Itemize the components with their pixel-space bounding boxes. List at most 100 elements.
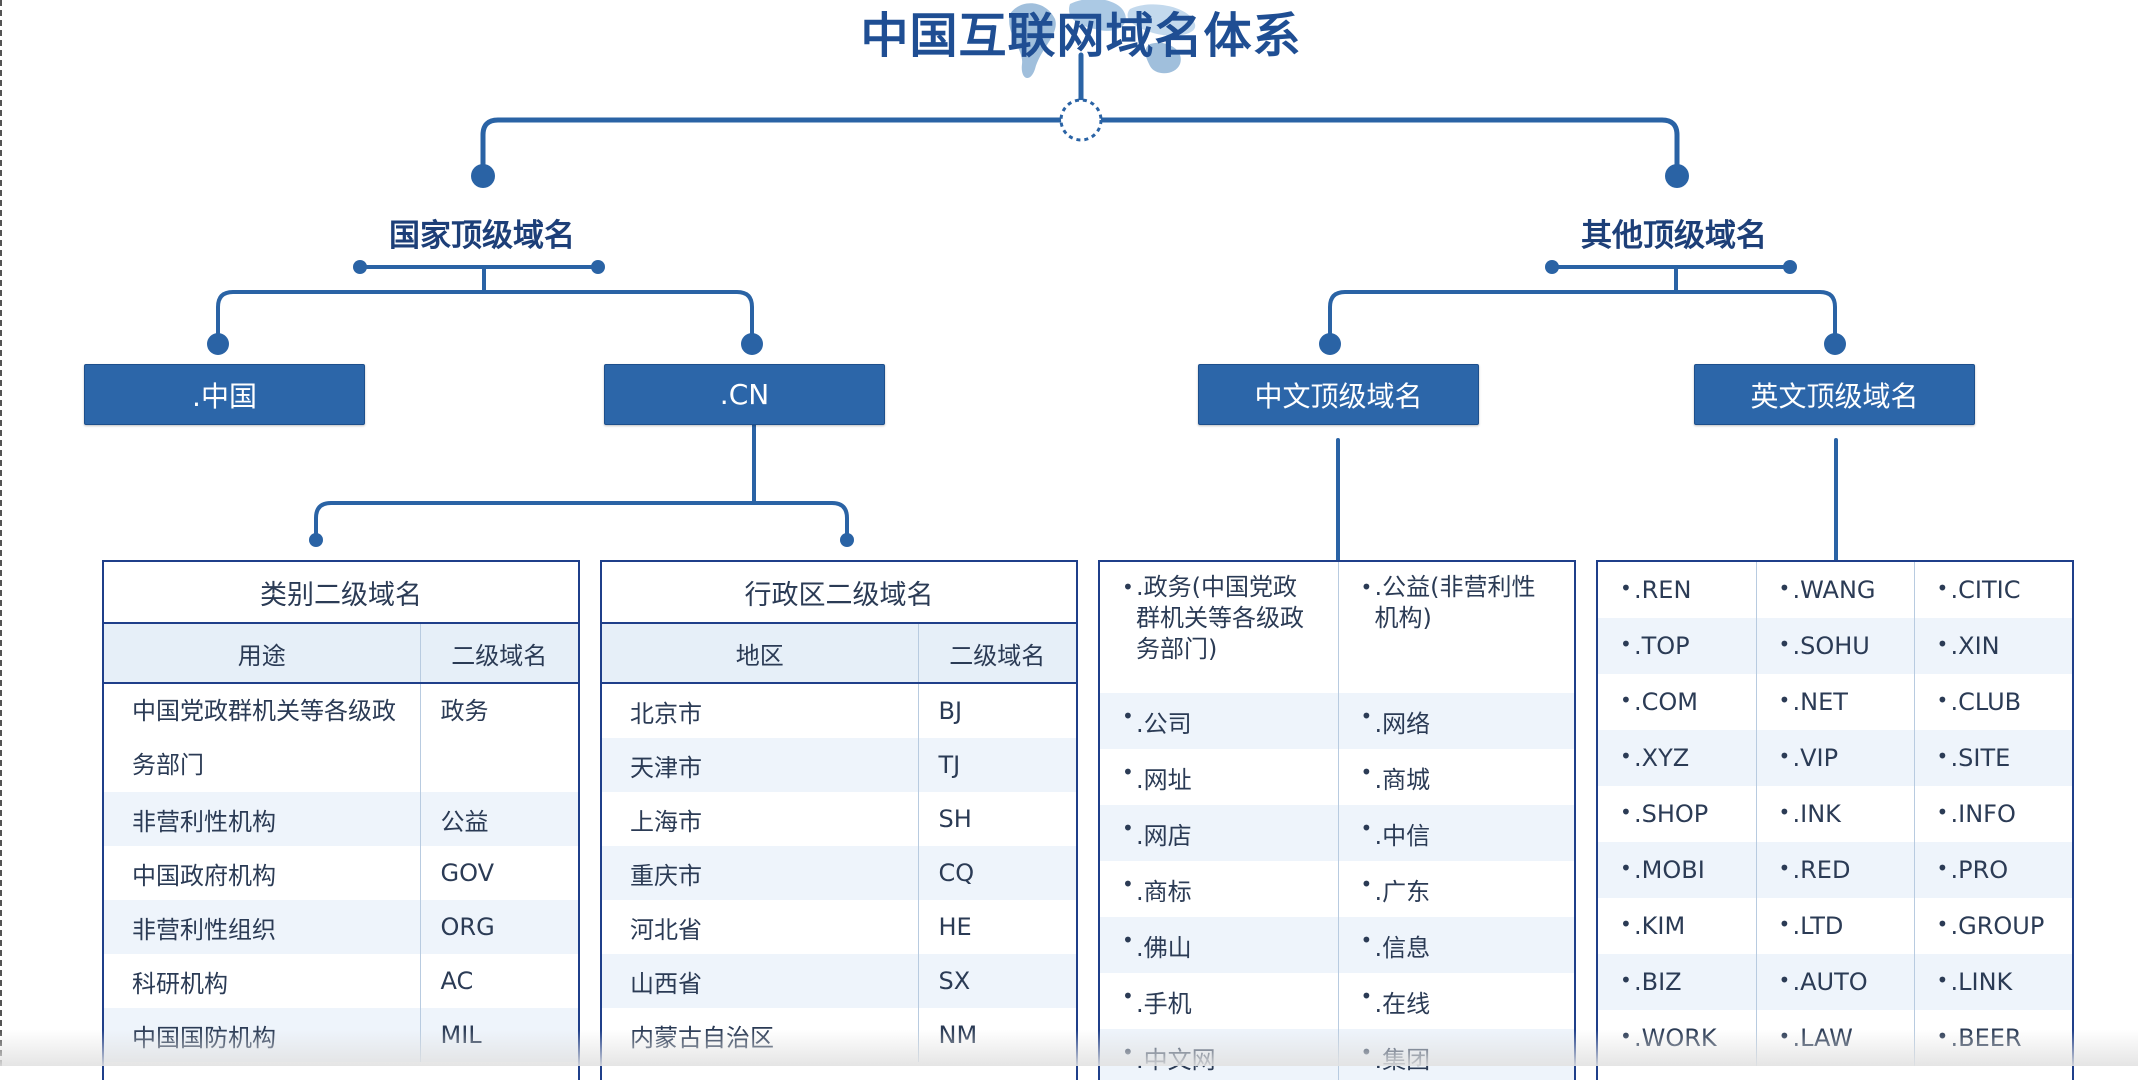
table-cell-region: 河北省 [630, 915, 702, 944]
table-cell-purpose: 中国党政群机关等各级政务部门 [132, 697, 396, 779]
list-item: •.MOBI [1598, 842, 1756, 898]
table-cell-domain: SX [917, 954, 1076, 1008]
page-left-border [0, 0, 2, 1066]
list-item: •.中信 [1337, 805, 1574, 861]
table-row: 中国政府机构 GOV [104, 846, 578, 900]
table-row: 中国党政群机关等各级政务部门 政务 [104, 683, 578, 792]
table-cell-purpose: 中国政府机构 [132, 861, 276, 890]
table-cell-purpose: 非营利性组织 [104, 900, 420, 954]
node-dot [207, 333, 229, 355]
list-row: •.BIZ •.AUTO •.LINK [1598, 954, 2072, 1010]
list-item: •.在线 [1337, 973, 1574, 1029]
region-second-level-panel: 行政区二级域名 地区 二级域名 北京市 BJ 天津市 TJ 上海市 SH 重庆市… [600, 560, 1078, 1080]
column-header-purpose: 用途 [104, 624, 420, 684]
list-item: •.广东 [1337, 861, 1574, 917]
list-item: •.XYZ [1598, 730, 1756, 786]
region-table: 地区 二级域名 北京市 BJ 天津市 TJ 上海市 SH 重庆市 CQ 河北省 … [602, 624, 1076, 1062]
table-row: 河北省 HE [602, 900, 1076, 954]
list-item: •.网址 [1122, 759, 1192, 794]
list-item: •.RED [1755, 842, 1914, 898]
node-dot [309, 533, 323, 547]
table-row: 重庆市 CQ [602, 846, 1076, 900]
list-item: •.网络 [1337, 693, 1574, 749]
table-cell-region: 重庆市 [602, 846, 918, 900]
table-cell-domain: 政务 [419, 683, 578, 792]
table-header-row: 地区 二级域名 [602, 624, 1076, 684]
list-item: •.VIP [1755, 730, 1914, 786]
list-item: •.BIZ [1598, 954, 1756, 1010]
category-table-title: 类别二级域名 [104, 562, 578, 624]
english-tld-list: •.REN •.WANG •.CITIC •.TOP •.SOHU •.XIN … [1598, 562, 2072, 1066]
other-tld-label: 其他顶级域名 [1581, 218, 1767, 254]
table-cell-domain: HE [917, 900, 1076, 954]
list-row: •.网址 •.商城 [1100, 749, 1574, 805]
list-item: •.SOHU [1755, 618, 1914, 674]
column-header-region: 地区 [602, 624, 918, 684]
table-cell-domain: ORG [419, 900, 578, 954]
list-item: •.LINK [1913, 954, 2072, 1010]
table-cell-domain: BJ [917, 683, 1076, 738]
table-cell-region: 山西省 [602, 954, 918, 1008]
node-dot [1783, 260, 1797, 274]
list-row: •.SHOP •.INK •.INFO [1598, 786, 2072, 842]
list-item: •.CITIC [1913, 562, 2072, 618]
list-item: •.WANG [1755, 562, 1914, 618]
list-row: •.公司 •.网络 [1100, 693, 1574, 749]
list-item: •.网店 [1100, 805, 1338, 861]
table-row: 天津市 TJ [602, 738, 1076, 792]
list-item: •.INK [1755, 786, 1914, 842]
table-cell-domain: CQ [917, 846, 1076, 900]
table-cell-domain: SH [917, 792, 1076, 846]
country-tld-label: 国家顶级域名 [389, 218, 575, 254]
list-item: •.INFO [1913, 786, 2072, 842]
node-dot [471, 164, 495, 188]
chinese-tld-list-panel: •.政务(中国党政群机关等各级政务部门) •.公益(非营利性机构) •.公司 •… [1098, 560, 1576, 1080]
node-dot [1665, 164, 1689, 188]
list-item: •.政务(中国党政群机关等各级政务部门) [1122, 573, 1304, 663]
table-cell-region: 北京市 [630, 699, 702, 728]
table-row: 上海市 SH [602, 792, 1076, 846]
node-dot [1319, 333, 1341, 355]
table-cell-domain: AC [419, 954, 578, 1008]
list-item: •.KIM [1620, 912, 1686, 940]
list-item: •.信息 [1337, 917, 1574, 973]
list-item: •.REN [1620, 576, 1692, 604]
list-item: •.PRO [1913, 842, 2072, 898]
list-item: •.SHOP [1620, 800, 1709, 828]
list-item: •.XIN [1913, 618, 2072, 674]
list-row: •.网店 •.中信 [1100, 805, 1574, 861]
category-second-level-panel: 类别二级域名 用途 二级域名 中国党政群机关等各级政务部门 政务 非营利性机构 … [102, 560, 580, 1080]
table-row: 非营利性组织 ORG [104, 900, 578, 954]
node-dot [353, 260, 367, 274]
table-row: 山西省 SX [602, 954, 1076, 1008]
node-dot [1824, 333, 1846, 355]
table-cell-domain: TJ [917, 738, 1076, 792]
list-row: •.佛山 •.信息 [1100, 917, 1574, 973]
table-cell-region: 天津市 [602, 738, 918, 792]
cn-branch [314, 501, 849, 542]
cn-tld-box: .CN [604, 364, 885, 425]
category-table: 用途 二级域名 中国党政群机关等各级政务部门 政务 非营利性机构 公益 中国政府… [104, 624, 578, 1062]
chinese-tld-box: 中文顶级域名 [1198, 364, 1479, 425]
node-dot [840, 533, 854, 547]
node-dot [591, 260, 605, 274]
list-row: •.商标 •.广东 [1100, 861, 1574, 917]
list-row: •.政务(中国党政群机关等各级政务部门) •.公益(非营利性机构) [1100, 562, 1574, 693]
list-item: •.公益(非营利性机构) [1337, 562, 1574, 693]
table-row: 科研机构 AC [104, 954, 578, 1008]
table-row: 非营利性机构 公益 [104, 792, 578, 846]
node-dot [1545, 260, 1559, 274]
list-row: •.COM •.NET •.CLUB [1598, 674, 2072, 730]
english-tld-box: 英文顶级域名 [1694, 364, 1975, 425]
column-header-domain: 二级域名 [419, 624, 578, 684]
table-cell-domain: 公益 [419, 792, 578, 846]
column-header-domain: 二级域名 [917, 624, 1076, 684]
list-item: •.商标 [1122, 871, 1192, 906]
world-map-icon [1009, 0, 1196, 79]
list-item: •.TOP [1598, 618, 1756, 674]
list-item: •.NET [1755, 674, 1914, 730]
list-item: •.SITE [1913, 730, 2072, 786]
node-dot [741, 333, 763, 355]
table-cell-region: 上海市 [630, 807, 702, 836]
